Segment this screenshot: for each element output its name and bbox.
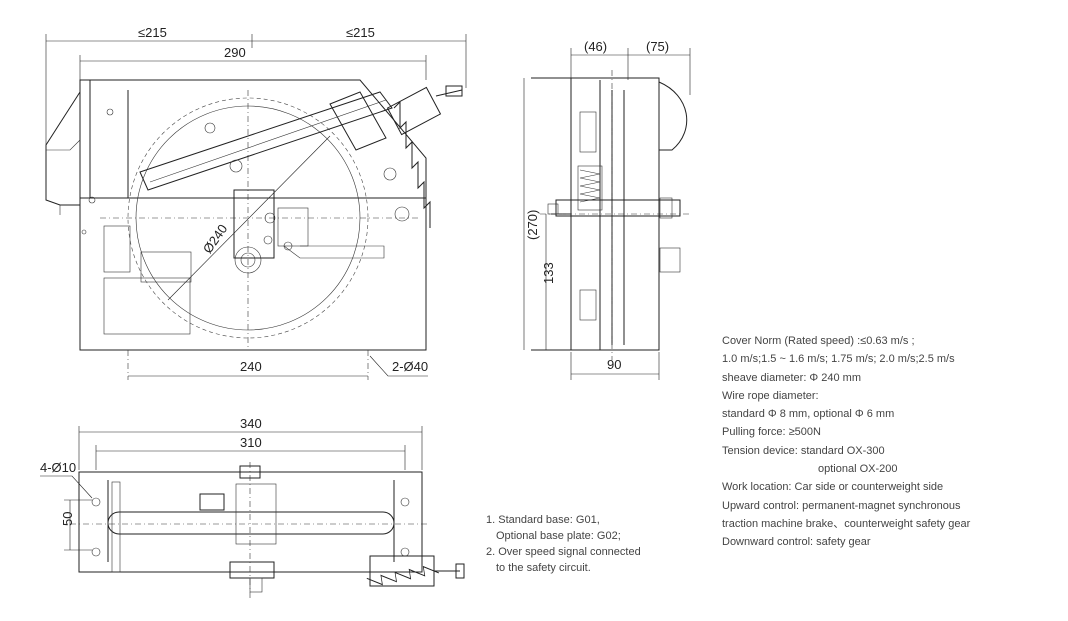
note-line: to the safety circuit. — [496, 562, 591, 574]
spec-work-location: Work location: Car side or counterweight… — [722, 481, 944, 494]
dim-50: 50 — [60, 512, 75, 526]
spec-wire-rope-values: standard Φ 8 mm, optional Φ 6 mm — [722, 408, 895, 421]
spec-speeds: 1.0 m/s;1.5 ~ 1.6 m/s; 1.75 m/s; 2.0 m/s… — [722, 353, 955, 366]
spec-wire-rope-label: Wire rope diameter: — [722, 389, 819, 402]
spring-coils — [386, 86, 442, 228]
spec-sheave-diameter: sheave diameter: Φ 240 mm — [722, 371, 862, 384]
note-line: 2. Over speed signal connected — [486, 546, 641, 558]
specifications: Cover Norm (Rated speed) :≤0.63 m/s ; 1.… — [722, 332, 1062, 552]
dim-4-holes-10: 4-Ø10 — [40, 460, 76, 475]
front-view: ≤215 ≤215 290 Ø240 — [45, 25, 467, 380]
spec-upward-control-cont: traction machine brake、counterweight saf… — [722, 517, 971, 530]
dim-46: (46) — [584, 39, 607, 54]
dim-top-right: ≤215 — [346, 25, 375, 40]
dim-340: 340 — [240, 416, 262, 431]
dim-310: 310 — [240, 435, 262, 450]
dim-2-holes-40: 2-Ø40 — [392, 359, 428, 374]
dim-75: (75) — [646, 39, 669, 54]
dim-290: 290 — [224, 45, 246, 60]
side-view: (46) (75) (270) 133 90 — [523, 39, 691, 380]
spec-tension-optional: optional OX-200 — [818, 463, 898, 476]
spec-rated-speed: Cover Norm (Rated speed) :≤0.63 m/s ; — [722, 335, 915, 347]
dim-sheave-diameter: Ø240 — [200, 221, 231, 256]
dim-top-left: ≤215 — [138, 25, 167, 40]
note-line: Optional base plate: G02; — [496, 530, 621, 542]
plan-view: 340 310 4-Ø10 50 — [40, 416, 465, 600]
spec-upward-control: Upward control: permanent-magnet synchro… — [722, 499, 961, 512]
note-line: 1. Standard base: G01, — [486, 514, 600, 526]
spec-pulling-force: Pulling force: ≥500N — [722, 426, 821, 439]
installation-notes: 1. Standard base: G01, Optional base pla… — [486, 512, 686, 576]
dim-90: 90 — [607, 357, 621, 372]
dim-240: 240 — [240, 359, 262, 374]
spec-tension-device: Tension device: standard OX-300 — [722, 444, 885, 457]
dim-270: (270) — [525, 210, 540, 240]
dim-133: 133 — [541, 262, 556, 284]
spec-downward-control: Downward control: safety gear — [722, 536, 871, 549]
